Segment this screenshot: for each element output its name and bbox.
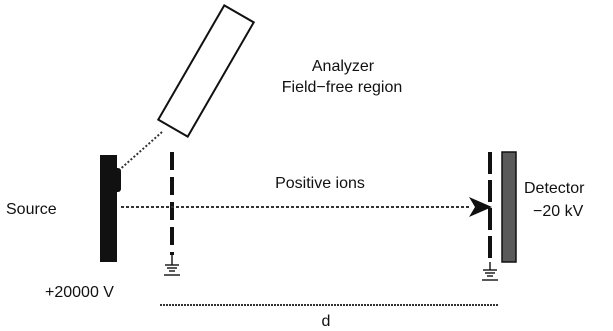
analyzer-label: Analyzer <box>312 58 375 75</box>
laser-tube <box>156 3 256 139</box>
positive-ions-label: Positive ions <box>275 175 365 192</box>
source-electrode <box>100 155 117 262</box>
ground-symbol-icon <box>482 262 498 281</box>
sample-spot <box>114 168 121 192</box>
detector-label: Detector <box>524 180 585 197</box>
source-label: Source <box>6 201 57 218</box>
ground-symbol-icon <box>164 255 180 276</box>
source-voltage-label: +20000 V <box>45 284 114 301</box>
field-free-region-label: Field−free region <box>282 79 403 96</box>
detector-plate <box>501 151 517 263</box>
detector-voltage-label: −20 kV <box>533 203 584 220</box>
distance-label: d <box>322 313 331 330</box>
ion-path-arrowhead <box>469 197 492 217</box>
laser-beam-line <box>116 131 163 173</box>
